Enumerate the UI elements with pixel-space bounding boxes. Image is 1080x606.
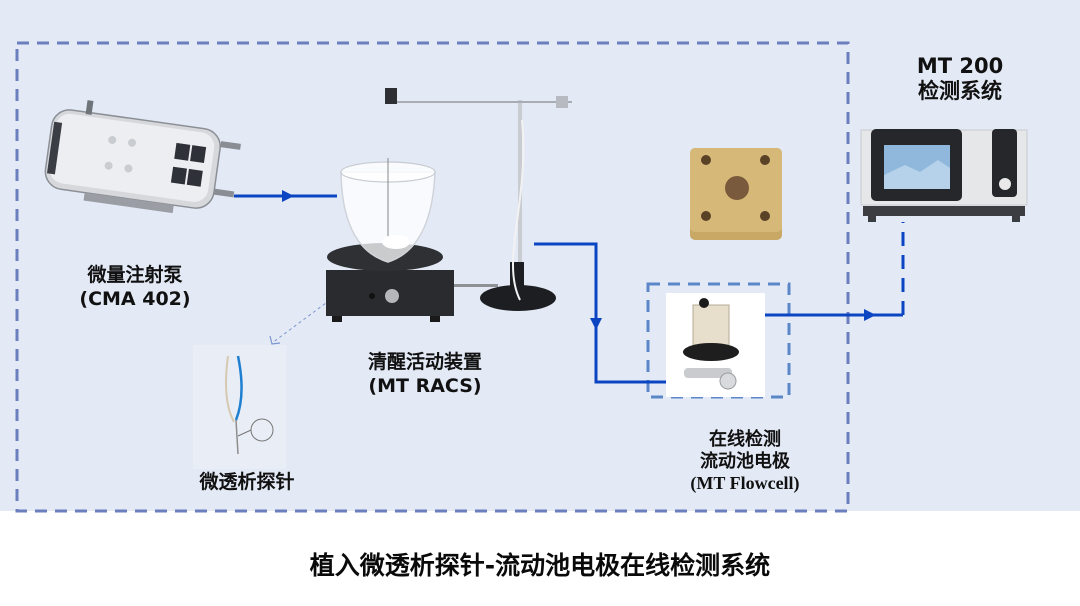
- mt200-detector-image: [860, 129, 1028, 222]
- arrow-down-icon: [590, 318, 602, 330]
- flow-line-racs-flowcell: [534, 242, 668, 384]
- diagram-background: [0, 0, 1080, 511]
- arrow-right-icon: [282, 190, 294, 202]
- pointer-arrow-icon: [269, 335, 281, 345]
- racs-label: 清醒活动装置 (MT RACS): [345, 351, 505, 399]
- probe-label: 微透析探针: [182, 471, 312, 495]
- system-boundary: [15, 41, 850, 513]
- flowcell-label: 在线检测 流动池电极 (MT Flowcell): [655, 429, 835, 495]
- flowcell-electrode-image: [666, 293, 765, 397]
- probe-pointer-line: [271, 299, 331, 344]
- racs-name: 清醒活动装置: [367, 351, 482, 373]
- arrow-right-icon: [864, 309, 876, 321]
- detector-name: 检测系统: [918, 79, 1002, 104]
- racs-model: (MT RACS): [368, 374, 482, 397]
- pump-name: 微量注射泵: [87, 264, 183, 286]
- racs-image: [326, 88, 572, 322]
- flowcell-block-image: [690, 148, 782, 240]
- syringe-pump-image: [44, 100, 241, 214]
- pump-label: 微量注射泵 (CMA 402): [60, 264, 210, 312]
- pump-model: (CMA 402): [79, 287, 191, 310]
- detector-model: MT 200: [916, 54, 1004, 78]
- microdialysis-probe-image: [193, 345, 286, 469]
- flowcell-line1: 在线检测: [709, 429, 781, 450]
- probe-name: 微透析探针: [199, 471, 295, 493]
- diagram-title: 植入微透析探针-流动池电极在线检测系统: [309, 551, 771, 580]
- flowcell-line2: 流动池电极: [700, 450, 790, 472]
- detector-label: MT 200 检测系统: [880, 54, 1040, 104]
- flowcell-model: (MT Flowcell): [690, 472, 800, 493]
